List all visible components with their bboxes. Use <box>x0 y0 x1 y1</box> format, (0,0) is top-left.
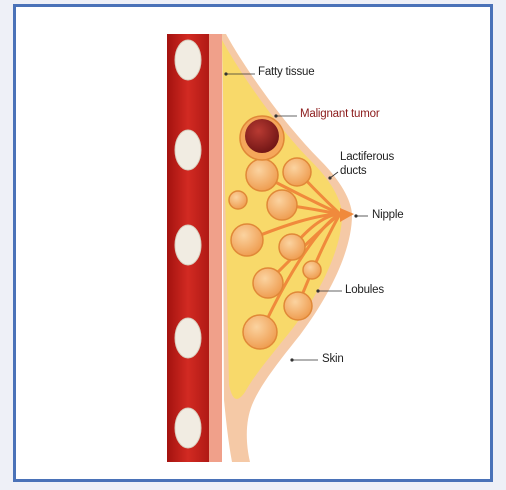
rib <box>175 130 201 170</box>
leader-dot <box>316 289 319 292</box>
leader-dot <box>290 358 293 361</box>
label-nipple: Nipple <box>372 209 403 222</box>
label-fatty-tissue: Fatty tissue <box>258 66 314 79</box>
pectoral-muscle <box>209 34 222 462</box>
leader-dot <box>224 72 227 75</box>
rib <box>175 225 201 265</box>
label-malignant-tumor: Malignant tumor <box>300 108 379 121</box>
lobule <box>231 224 263 256</box>
label-lactiferous: Lactiferous <box>340 151 394 164</box>
lobule <box>303 261 321 279</box>
lobule <box>253 268 283 298</box>
rib <box>175 408 201 448</box>
leader-dot <box>274 114 277 117</box>
lobule <box>246 159 278 191</box>
leader-dot <box>354 214 357 217</box>
rib <box>175 318 201 358</box>
lobule <box>284 292 312 320</box>
malignant-tumor <box>240 116 284 160</box>
lobule <box>279 234 305 260</box>
lobule <box>267 190 297 220</box>
label-skin: Skin <box>322 353 344 366</box>
label-ducts: ducts <box>340 165 367 178</box>
label-lobules: Lobules <box>345 284 384 297</box>
lobule <box>243 315 277 349</box>
rib <box>175 40 201 80</box>
lobule <box>229 191 247 209</box>
lobule <box>283 158 311 186</box>
leader-dot <box>328 176 331 179</box>
